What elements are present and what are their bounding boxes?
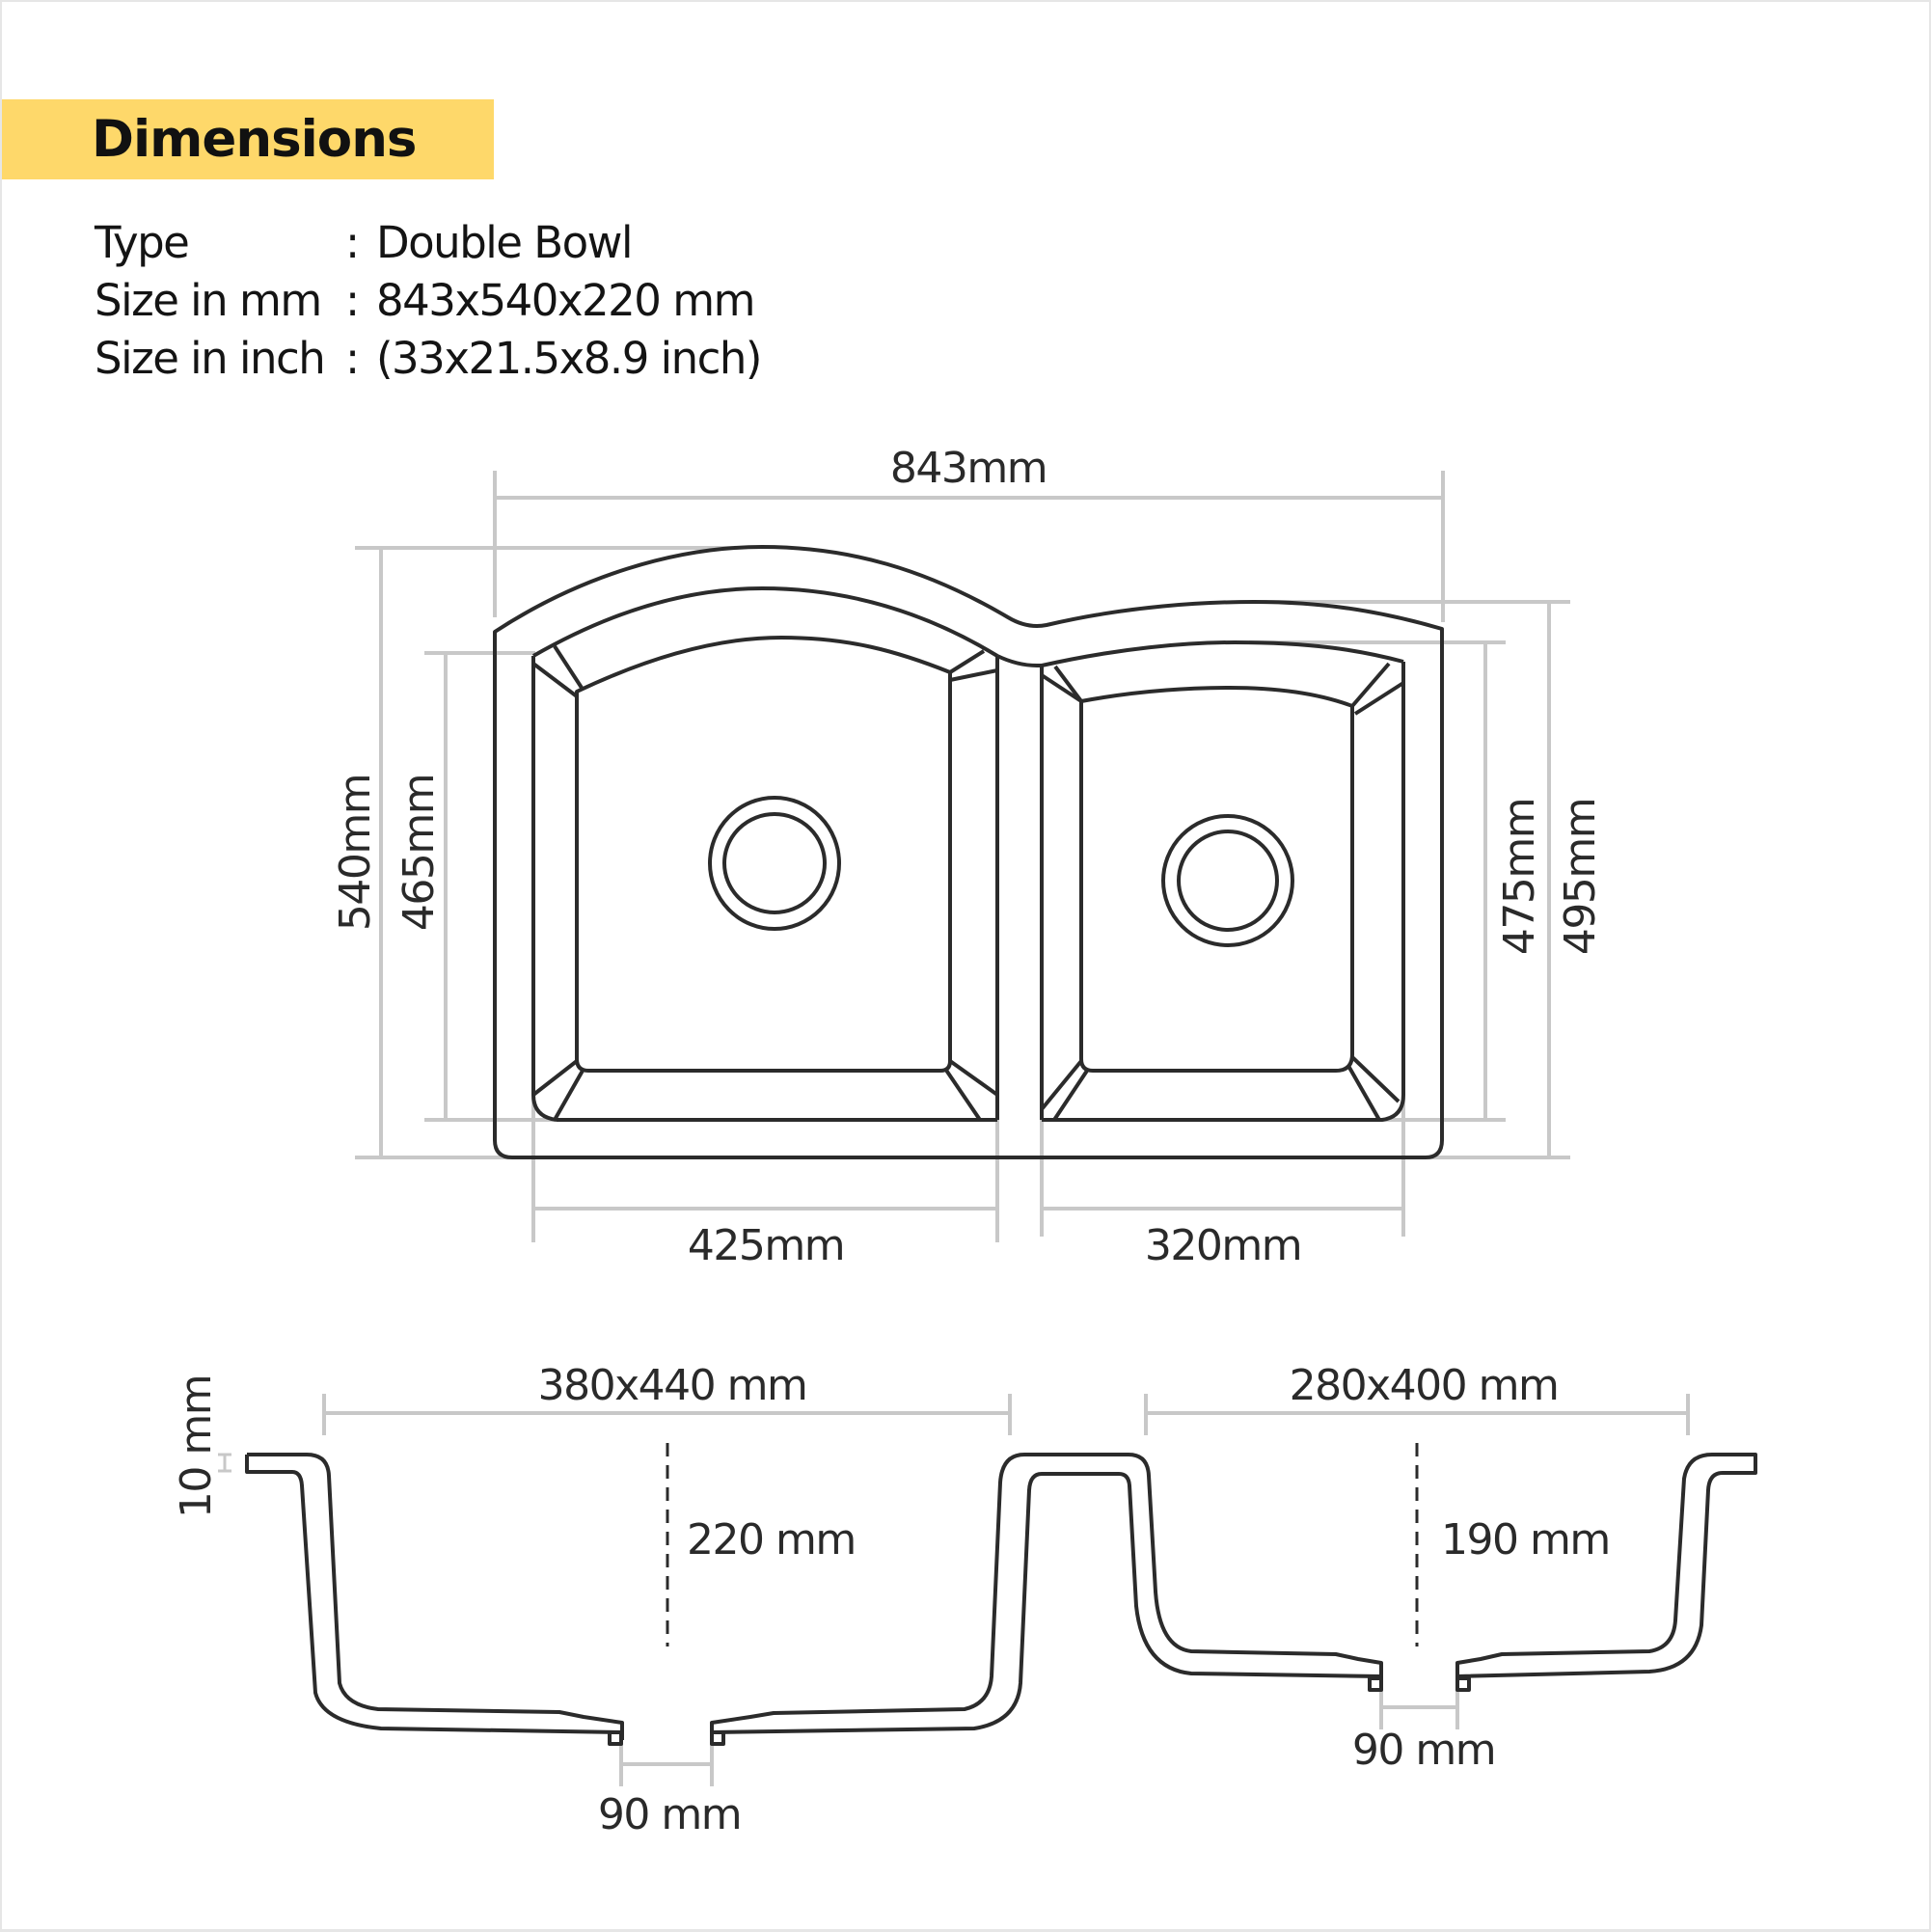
right-basin [1079, 686, 1354, 1073]
label-rim-thickness: 10 mm [172, 1375, 221, 1518]
label-right-bowl-depth: 475mm [1495, 799, 1544, 955]
label-left-bowl-depth: 220 mm [687, 1515, 856, 1565]
label-right-bowl-depth: 190 mm [1441, 1515, 1610, 1565]
left-drain [708, 796, 841, 931]
label-left-bowl-depth: 465mm [394, 775, 444, 931]
right-drain [1161, 814, 1294, 947]
page-title: Dimensions [92, 110, 417, 169]
sink-section-profile [245, 1453, 1757, 1746]
label-overall-width: 843mm [890, 444, 1047, 493]
left-basin [575, 636, 952, 1073]
spec-label: Type [95, 217, 190, 268]
label-right-drain: 90 mm [1352, 1726, 1495, 1775]
section-depth-markers [666, 1443, 1419, 1646]
spec-separator: : [345, 333, 360, 384]
spec-label: Size in inch [95, 333, 326, 384]
label-right-bowl-inner: 280x400 mm [1290, 1361, 1559, 1410]
title-band [2, 99, 494, 179]
label-right-bowl-width: 320mm [1145, 1221, 1301, 1270]
spec-value: 843x540x220 mm [376, 275, 755, 326]
label-right-side-depth: 495mm [1556, 799, 1605, 955]
spec-separator: : [345, 275, 360, 326]
section-labels: 10 mm 380x440 mm 220 mm 90 mm 280x400 mm… [172, 1361, 1611, 1839]
spec-value: Double Bowl [376, 217, 633, 268]
spec-label: Size in mm [95, 275, 322, 326]
spec-separator: : [345, 217, 360, 268]
label-overall-depth: 540mm [331, 775, 380, 931]
spec-value: (33x21.5x8.9 inch) [376, 333, 762, 384]
label-left-drain: 90 mm [598, 1790, 741, 1839]
top-view-dimension-lines [355, 471, 1570, 1242]
top-view-labels: 843mm 540mm 465mm 475mm 495mm 425mm 320m… [331, 444, 1605, 1270]
label-left-bowl-inner: 380x440 mm [538, 1361, 807, 1410]
section-dimension-lines [218, 1394, 1690, 1786]
outer-rim [493, 545, 1444, 1159]
label-left-bowl-width: 425mm [688, 1221, 844, 1270]
sink-top-view [493, 545, 1444, 1159]
